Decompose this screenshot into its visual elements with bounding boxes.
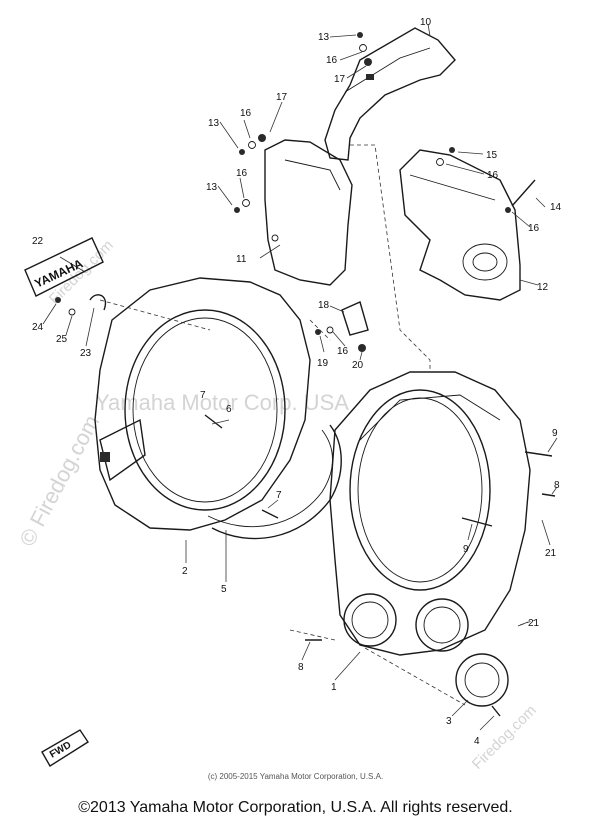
part-10-upper-strip [324, 27, 456, 161]
callout-1: 1 [331, 682, 337, 693]
callout-25: 25 [56, 334, 68, 345]
callout-8: 8 [554, 480, 560, 491]
callout-3: 3 [446, 716, 452, 727]
callout-23: 23 [80, 348, 92, 359]
callout-21: 21 [545, 548, 557, 559]
callout-9: 9 [463, 544, 469, 555]
callout-16: 16 [240, 108, 252, 119]
callout-8: 8 [298, 662, 304, 673]
fasteners [55, 32, 556, 717]
callout-4: 4 [474, 736, 480, 747]
leader-lines [42, 23, 558, 731]
callout-6: 6 [226, 404, 232, 415]
assembly-lines [99, 144, 536, 706]
callout-10: 10 [420, 17, 432, 28]
callout-19: 19 [317, 358, 329, 369]
part-2-left-cover [94, 277, 311, 531]
watermark-site-left: © Firedog.com [14, 411, 104, 550]
callout-labels: 10 13 16 17 16 17 13 16 13 15 16 14 16 1… [32, 17, 562, 747]
part-1-crankcase-cover [329, 371, 531, 656]
callout-9: 9 [552, 428, 558, 439]
callout-12: 12 [537, 282, 549, 293]
callout-11: 11 [236, 254, 247, 265]
callout-5: 5 [221, 584, 227, 595]
callout-17: 17 [334, 74, 346, 85]
fwd-label: FWD [48, 740, 73, 761]
callout-16: 16 [326, 55, 338, 66]
callout-22: 22 [32, 236, 44, 247]
callout-2: 2 [182, 566, 188, 577]
callout-13: 13 [206, 182, 218, 193]
callout-16: 16 [487, 170, 499, 181]
callout-20: 20 [352, 360, 364, 371]
callout-16: 16 [528, 223, 540, 234]
callout-13: 13 [208, 118, 220, 129]
callout-21: 21 [528, 618, 540, 629]
callout-16: 16 [337, 346, 349, 357]
part-12-bracket [399, 149, 521, 301]
callout-13: 13 [318, 32, 330, 43]
part-11-shroud [264, 139, 353, 286]
fwd-arrow: FWD [41, 729, 89, 767]
main-copyright: ©2013 Yamaha Motor Corporation, U.S.A. A… [78, 799, 513, 816]
callout-18: 18 [318, 300, 330, 311]
callout-17: 17 [276, 92, 288, 103]
part-3-round-plate [455, 653, 509, 707]
callout-7: 7 [200, 390, 206, 401]
callout-7: 7 [276, 490, 282, 501]
callout-14: 14 [550, 202, 562, 213]
small-copyright: (c) 2005-2015 Yamaha Motor Corporation, … [207, 772, 384, 781]
callout-24: 24 [32, 322, 44, 333]
callout-16: 16 [236, 168, 248, 179]
callout-15: 15 [486, 150, 498, 161]
